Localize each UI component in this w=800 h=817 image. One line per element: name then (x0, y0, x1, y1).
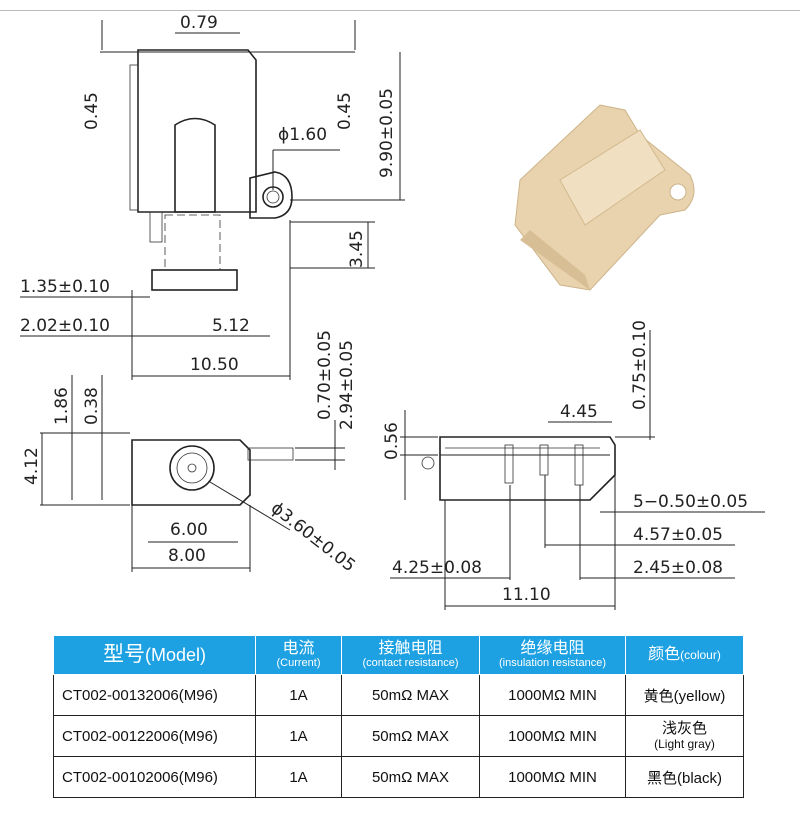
table-row: CT002-00102006(M96) 1A 50mΩ MAX 1000MΩ M… (53, 756, 744, 798)
dim-245: 2.45±0.08 (633, 558, 723, 578)
spec-table: 型号(Model) 电流(Current) 接触电阻(contact resis… (53, 635, 744, 798)
header-current: 电流(Current) (255, 635, 342, 675)
dim-1050: 10.50 (190, 355, 239, 375)
dim-038: 0.38 (82, 387, 102, 425)
dim-425: 4.25±0.08 (392, 558, 482, 578)
dim-512: 5.12 (212, 316, 250, 336)
dim-294: 2.94±0.05 (337, 340, 357, 430)
cell-colour: 黑色(black) (625, 756, 744, 798)
dim-070: 0.70±0.05 (315, 330, 335, 420)
dim-600: 6.00 (170, 520, 208, 540)
dim-202: 2.02±0.10 (20, 316, 110, 336)
dim-045-left: 0.45 (82, 92, 102, 130)
dim-186: 1.86 (52, 387, 72, 425)
cell-model: CT002-00102006(M96) (53, 756, 256, 798)
dim-135: 1.35±0.10 (20, 277, 110, 297)
dim-990: 9.90±0.05 (377, 88, 397, 178)
dim-phi-360: ϕ3.60±0.05 (267, 498, 359, 576)
top-rule (0, 10, 800, 11)
cell-insulation: 1000MΩ MIN (479, 674, 626, 716)
dim-050: 5−0.50±0.05 (633, 492, 748, 512)
cell-colour: 黄色(yellow) (625, 674, 744, 716)
dim-345: 3.45 (347, 230, 367, 268)
spec-header-row: 型号(Model) 电流(Current) 接触电阻(contact resis… (53, 635, 744, 675)
cell-insulation: 1000MΩ MIN (479, 756, 626, 798)
cell-insulation: 1000MΩ MIN (479, 715, 626, 757)
part-photo (514, 104, 695, 291)
cell-model: CT002-00132006(M96) (53, 674, 256, 716)
header-colour: 颜色(colour) (625, 635, 744, 675)
table-row: CT002-00122006(M96) 1A 50mΩ MAX 1000MΩ M… (53, 715, 744, 757)
header-model: 型号(Model) (53, 635, 256, 675)
dim-phi-160: ϕ1.60 (278, 125, 327, 145)
cell-colour: 浅灰色(Light gray) (625, 715, 744, 757)
dim-445: 4.45 (560, 402, 598, 422)
dim-056: 0.56 (382, 422, 402, 460)
cell-current: 1A (255, 674, 342, 716)
table-row: CT002-00132006(M96) 1A 50mΩ MAX 1000MΩ M… (53, 674, 744, 716)
cell-current: 1A (255, 756, 342, 798)
dim-045-right: 0.45 (335, 92, 355, 130)
cell-model: CT002-00122006(M96) (53, 715, 256, 757)
dim-800: 8.00 (168, 546, 206, 566)
technical-drawing: 0.79 0.45 0.45 9.90±0.05 ϕ1.60 3.45 1.35… (20, 13, 765, 610)
cell-contact: 50mΩ MAX (341, 715, 480, 757)
header-insulation-resistance: 绝缘电阻(insulation resistance) (479, 635, 626, 675)
header-contact-resistance: 接触电阻(contact resistance) (341, 635, 480, 675)
cell-current: 1A (255, 715, 342, 757)
top-view: 0.79 0.45 0.45 9.90±0.05 ϕ1.60 3.45 1.35… (20, 13, 405, 380)
side-view: 0.56 4.45 0.75±0.10 5−0.50±0.05 4.57±0.0… (382, 320, 765, 610)
cell-contact: 50mΩ MAX (341, 756, 480, 798)
dim-075: 0.75±0.10 (630, 320, 650, 410)
dim-079: 0.79 (180, 13, 218, 33)
dim-1110: 11.10 (502, 585, 551, 605)
dim-457: 4.57±0.05 (633, 525, 723, 545)
dim-412: 4.12 (22, 447, 42, 485)
cell-contact: 50mΩ MAX (341, 674, 480, 716)
